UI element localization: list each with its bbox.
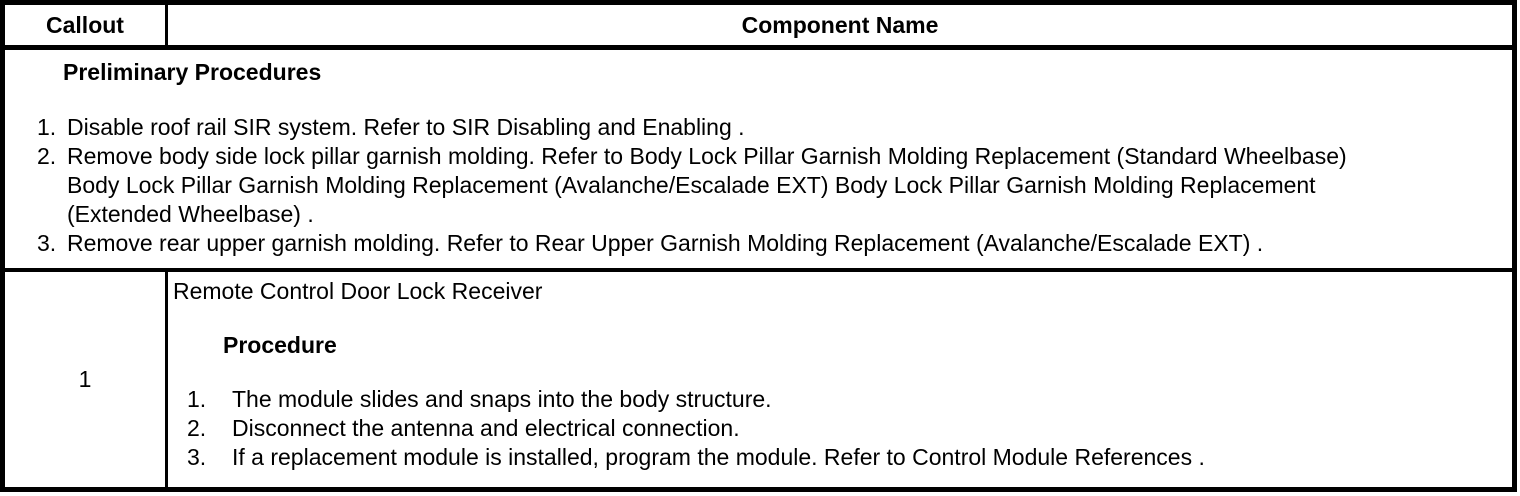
step-text: Disable roof rail SIR system. Refer to S… — [67, 114, 745, 140]
list-item: 3. Remove rear upper garnish molding. Re… — [5, 229, 1512, 258]
procedure-heading: Procedure — [223, 332, 337, 358]
component-table-row: 1 Remote Control Door Lock Receiver Proc… — [5, 272, 1512, 487]
step-text: Remove body side lock pillar garnish mol… — [67, 143, 1347, 227]
preliminary-steps-list: 1. Disable roof rail SIR system. Refer t… — [5, 113, 1512, 258]
callout-column-header: Callout — [5, 5, 168, 45]
table-header-row: Callout Component Name — [5, 5, 1512, 50]
step-number: 3. — [187, 444, 207, 470]
list-item: 1. The module slides and snaps into the … — [173, 385, 1512, 414]
step-text: Disconnect the antenna and electrical co… — [232, 415, 740, 441]
list-item: 1. Disable roof rail SIR system. Refer t… — [5, 113, 1512, 142]
step-number: 2. — [187, 415, 207, 441]
step-text: Remove rear upper garnish molding. Refer… — [67, 230, 1264, 256]
component-name-cell: Remote Control Door Lock Receiver Proced… — [168, 272, 1512, 487]
procedure-steps-list: 1. The module slides and snaps into the … — [173, 385, 1512, 472]
step-number: 1. — [187, 386, 207, 412]
component-name-text: Remote Control Door Lock Receiver — [173, 278, 543, 304]
step-text: If a replacement module is installed, pr… — [232, 444, 1205, 470]
step-number: 3. — [37, 230, 57, 256]
component-name-column-header: Component Name — [741, 11, 939, 38]
step-number: 1. — [37, 114, 57, 140]
step-number: 2. — [37, 143, 57, 169]
list-item: 3. If a replacement module is installed,… — [173, 443, 1512, 472]
list-item: 2. Disconnect the antenna and electrical… — [173, 414, 1512, 443]
list-item: 2. Remove body side lock pillar garnish … — [5, 142, 1512, 229]
callout-number-cell: 1 — [5, 272, 168, 487]
preliminary-procedures-section: Preliminary Procedures 1. Disable roof r… — [5, 50, 1512, 272]
step-text: The module slides and snaps into the bod… — [232, 386, 772, 412]
preliminary-procedures-title: Preliminary Procedures — [63, 59, 322, 85]
